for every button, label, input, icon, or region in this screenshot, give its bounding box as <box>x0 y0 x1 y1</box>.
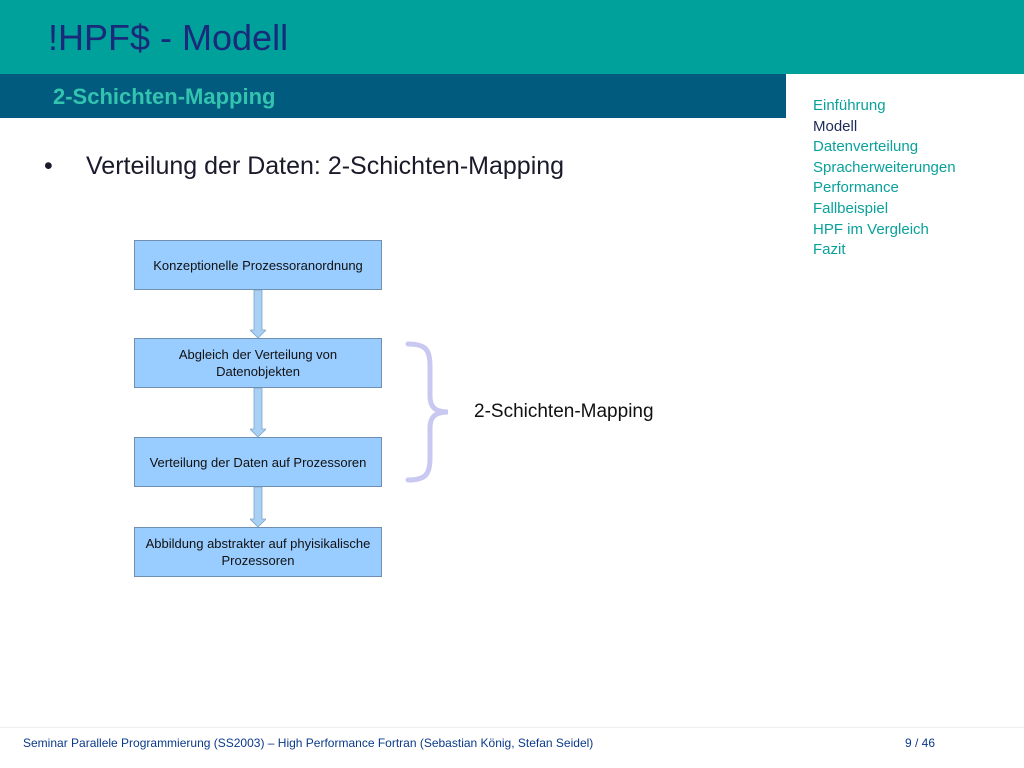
section-nav: Einführung Modell Datenverteilung Sprach… <box>813 96 956 261</box>
curly-brace-icon <box>405 341 449 483</box>
page-title: !HPF$ - Modell <box>48 17 289 58</box>
diagram-box-2: Abgleich der Verteilung von Datenobjekte… <box>134 338 382 388</box>
bullet-text: Verteilung der Daten: 2-Schichten-Mappin… <box>86 152 565 180</box>
bullet-marker: • <box>44 152 53 180</box>
brace-label: 2-Schichten-Mapping <box>474 401 654 422</box>
nav-item-fazit[interactable]: Fazit <box>813 241 846 259</box>
arrow-down-icon <box>250 487 266 527</box>
diagram-box-3: Verteilung der Daten auf Prozessoren <box>134 437 382 487</box>
nav-item-datenverteilung[interactable]: Datenverteilung <box>813 138 919 156</box>
bullet-point: • Verteilung der Daten: 2-Schichten-Mappi… <box>44 150 564 182</box>
arrow-down-icon <box>250 290 266 338</box>
footer-divider <box>0 727 1024 728</box>
nav-item-performance[interactable]: Performance <box>813 179 899 197</box>
diagram-box-2-label: Abgleich der Verteilung von Datenobjekte… <box>178 347 338 379</box>
header-bar <box>0 0 1024 74</box>
page-subtitle: 2-Schichten-Mapping <box>53 84 276 109</box>
diagram-box-4: Abbildung abstrakter auf phyisikalische … <box>134 527 382 577</box>
nav-item-modell[interactable]: Modell <box>813 117 858 135</box>
nav-item-fallbeispiel[interactable]: Fallbeispiel <box>813 199 889 217</box>
diagram-box-1: Konzeptionelle Prozessoranordnung <box>134 240 382 290</box>
arrow-down-icon <box>250 388 266 437</box>
diagram-box-3-label: Verteilung der Daten auf Prozessoren <box>149 454 367 470</box>
subheader-bar <box>0 74 786 118</box>
diagram-box-4-label: Abbildung abstrakter auf phyisikalische … <box>145 536 371 568</box>
diagram-box-1-label: Konzeptionelle Prozessoranordnung <box>153 257 363 273</box>
nav-item-hpf-im-vergleich[interactable]: HPF im Vergleich <box>813 220 929 238</box>
nav-item-spracherweiterungen[interactable]: Spracherweiterungen <box>813 158 956 176</box>
footer-text: Seminar Parallele Programmierung (SS2003… <box>23 736 594 750</box>
page-number: 9 / 46 <box>905 736 936 750</box>
nav-item-einfuehrung[interactable]: Einführung <box>813 97 886 114</box>
